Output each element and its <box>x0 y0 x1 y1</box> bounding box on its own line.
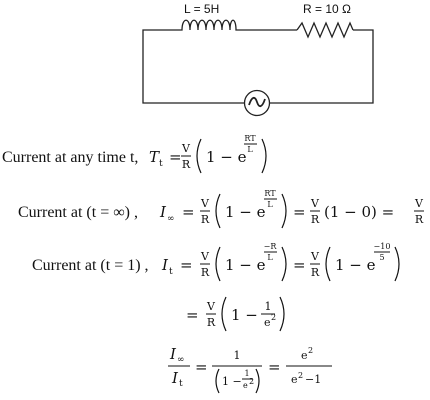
ac-source <box>243 89 271 117</box>
ac-wave-icon <box>248 96 266 108</box>
line2-numer: V <box>200 197 210 210</box>
line3-eq: = <box>180 256 193 274</box>
line2-lhs-sub: ∞ <box>167 214 175 224</box>
line3-exp-denom: L <box>267 253 273 262</box>
line4-denom: R <box>207 316 216 329</box>
line1-exp-numer: RT <box>244 134 256 143</box>
resistor-label: R = 10 Ω <box>303 2 351 16</box>
line2-numer2: V <box>310 197 320 210</box>
equation-line-1: Current at any time t, T t = V R 1 − e R… <box>2 134 267 174</box>
line4-frac-numer: 1 <box>265 300 272 313</box>
resistor-zigzag <box>296 21 354 39</box>
line1-numer: V <box>181 142 191 155</box>
line3-exp2-denom: 5 <box>379 253 384 262</box>
equation-line-3: Current at (t = 1) , I t = V R 1 − e −R … <box>32 242 400 282</box>
right-wire <box>270 29 374 104</box>
line2-denom: R <box>201 213 210 226</box>
line5-rhs-denom: e <box>291 373 298 386</box>
line5-mid-rparen <box>255 368 260 394</box>
line2-eq: = <box>182 203 195 221</box>
line3-exp-numer: −R <box>264 242 278 251</box>
line1-prefix: Current at any time t, <box>2 149 138 166</box>
line2-prefix: Current at (t = ∞) , <box>18 204 138 221</box>
line4-one-minus: 1 − <box>231 306 258 324</box>
line1-denom: R <box>182 158 191 171</box>
line3-lhs-sub: t <box>169 267 173 277</box>
line5-mid-numer: 1 <box>234 349 241 362</box>
line5-rhs-denom-tail: −1 <box>305 373 321 386</box>
line5-eq: = <box>195 358 208 376</box>
line4-eq: = <box>186 306 199 324</box>
line5-mid-lparen <box>215 368 220 394</box>
line5-lhs-numer: I <box>169 345 177 363</box>
line5-mid-one-minus: 1 − <box>222 375 242 388</box>
line5-eq2: = <box>268 358 281 376</box>
line3-lhs: I <box>161 256 169 274</box>
line3-numer2: V <box>310 250 320 263</box>
line2-eq2: = <box>293 203 306 221</box>
line2-exp-denom: L <box>267 200 273 209</box>
line5-mid-inner-numer: 1 <box>244 369 249 378</box>
line1-lparen <box>196 138 202 174</box>
left-wire <box>142 29 244 104</box>
line5-rhs-numer-sup: 2 <box>308 346 313 355</box>
line5-mid-inner-denom: e <box>243 381 248 390</box>
line2-denom3: R <box>415 213 424 226</box>
line5-lhs-numer-sub: ∞ <box>177 355 185 365</box>
line3-one-minus-e2: 1 − e <box>335 256 376 274</box>
line2-exp-numer: RT <box>264 189 276 198</box>
line4-frac-denom-sup: 2 <box>271 313 276 322</box>
line5-lhs-denom-sub: t <box>179 379 183 389</box>
line2-denom2: R <box>311 213 320 226</box>
line3-rparen <box>281 246 287 282</box>
line5-rhs-denom-sup: 2 <box>298 371 303 380</box>
equation-line-5: I ∞ I t = 1 1 − 1 e 2 = e 2 e 2 −1 <box>168 345 332 394</box>
line2-numer3: V <box>414 197 424 210</box>
line3-lparen2 <box>325 246 331 282</box>
line5-lhs-denom: I <box>171 369 179 387</box>
equation-line-2: Current at (t = ∞) , I ∞ = V R 1 − e RT … <box>18 189 424 229</box>
line3-exp2-numer: −10 <box>374 242 391 251</box>
line4-rparen <box>279 296 285 332</box>
line2-one-minus-e: 1 − e <box>225 203 266 221</box>
line3-one-minus-e: 1 − e <box>225 256 266 274</box>
equation-line-4: = V R 1 − 1 e 2 <box>186 296 285 332</box>
line3-rparen2 <box>394 246 400 282</box>
line1-one-minus-e: 1 − e <box>206 148 247 166</box>
line5-mid-inner-denom-sup: 2 <box>249 377 254 386</box>
line3-denom2: R <box>311 266 320 279</box>
line4-numer: V <box>206 300 216 313</box>
line1-lhs: T <box>149 148 160 166</box>
inductor-label: L = 5H <box>184 2 219 16</box>
line1-exp-denom: L <box>247 145 253 154</box>
line1-lhs-sub: t <box>159 159 163 169</box>
line4-lparen <box>221 296 227 332</box>
line1-rparen <box>261 138 267 174</box>
line2-lhs: I <box>159 203 167 221</box>
line2-rparen <box>281 193 287 229</box>
line2-lparen <box>215 193 221 229</box>
line3-numer: V <box>200 250 210 263</box>
line3-eq2: = <box>293 256 306 274</box>
line3-lparen <box>215 246 221 282</box>
inductor-coil <box>180 19 238 31</box>
line3-denom: R <box>201 266 210 279</box>
circuit-diagram: L = 5H R = 10 Ω <box>142 2 374 117</box>
line5-rhs-numer: e <box>301 349 308 362</box>
line4-frac-denom: e <box>264 316 271 329</box>
line2-rest: (1 − 0) = <box>324 203 394 221</box>
line1-eq: = <box>169 148 182 166</box>
line3-prefix: Current at (t = 1) , <box>32 257 149 274</box>
